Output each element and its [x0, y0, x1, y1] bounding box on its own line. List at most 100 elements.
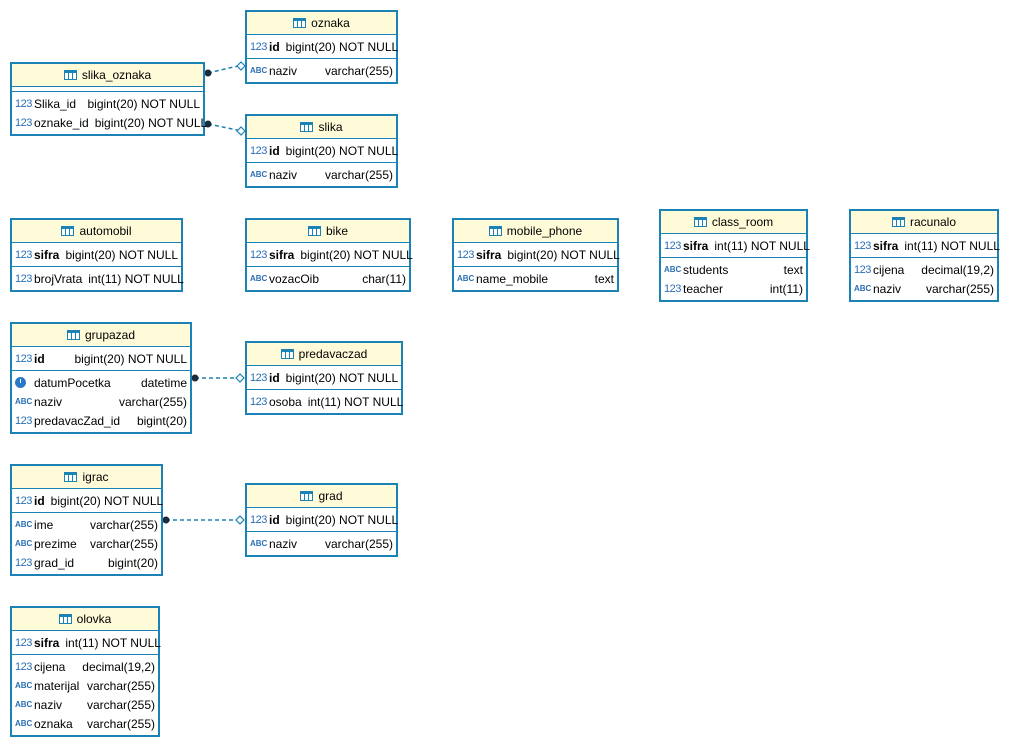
table-header[interactable]: mobile_phone — [454, 220, 617, 243]
table-header[interactable]: predavaczad — [247, 343, 401, 366]
relation-source-dot — [162, 516, 170, 524]
table-title: slika_oznaka — [81, 68, 152, 82]
table-header[interactable]: oznaka — [247, 12, 396, 35]
numeric-icon: 123 — [15, 272, 32, 285]
string-icon: ABC — [15, 539, 33, 548]
table-icon — [307, 226, 321, 236]
string-icon: ABC — [664, 265, 682, 274]
table-title: class_room — [711, 215, 774, 229]
string-icon: ABC — [457, 274, 475, 283]
table-header[interactable]: igrac — [12, 466, 161, 489]
table-header[interactable]: racunalo — [851, 211, 997, 234]
column-name: sifra — [873, 238, 899, 253]
table-header[interactable]: slika — [247, 116, 396, 139]
string-icon: ABC — [15, 681, 33, 690]
column-type: bigint(20) — [136, 413, 187, 428]
relation-target-diamond — [236, 61, 246, 71]
table-header[interactable]: slika_oznaka — [12, 64, 203, 87]
table-header[interactable]: automobil — [12, 220, 181, 243]
numeric-key-icon: 123 — [250, 144, 267, 157]
table-title: slika — [318, 120, 343, 134]
clock-icon — [15, 377, 26, 388]
column-type: varchar(255) — [86, 697, 155, 712]
relation-slika_oznaka-oznaka[interactable] — [207, 64, 243, 74]
table-title: predavaczad — [298, 347, 368, 361]
relation-source-dot — [204, 120, 212, 128]
column-name: sifra — [683, 238, 709, 253]
table-title: oznaka — [311, 16, 350, 30]
column-type: int(11) — [769, 281, 803, 296]
table-header[interactable]: grad — [247, 485, 396, 508]
column-type: varchar(255) — [89, 536, 158, 551]
table-title: automobil — [79, 224, 132, 238]
column-type: bigint(20) NOT NULL — [87, 96, 201, 111]
column-name: grad_id — [34, 555, 75, 570]
table-title: olovka — [76, 612, 112, 626]
table-header[interactable]: class_room — [661, 211, 806, 234]
table-header[interactable]: bike — [247, 220, 409, 243]
string-icon: ABC — [250, 170, 268, 179]
numeric-fk-icon: 123 — [15, 556, 32, 569]
relation-slika_oznaka-slika[interactable] — [207, 123, 243, 132]
table-header[interactable]: olovka — [12, 608, 158, 631]
table-header[interactable]: grupazad — [12, 324, 190, 347]
table-icon — [891, 217, 905, 227]
column-name: id — [34, 351, 45, 366]
numeric-icon: 123 — [15, 660, 32, 673]
column-type: bigint(20) NOT NULL — [285, 39, 399, 54]
